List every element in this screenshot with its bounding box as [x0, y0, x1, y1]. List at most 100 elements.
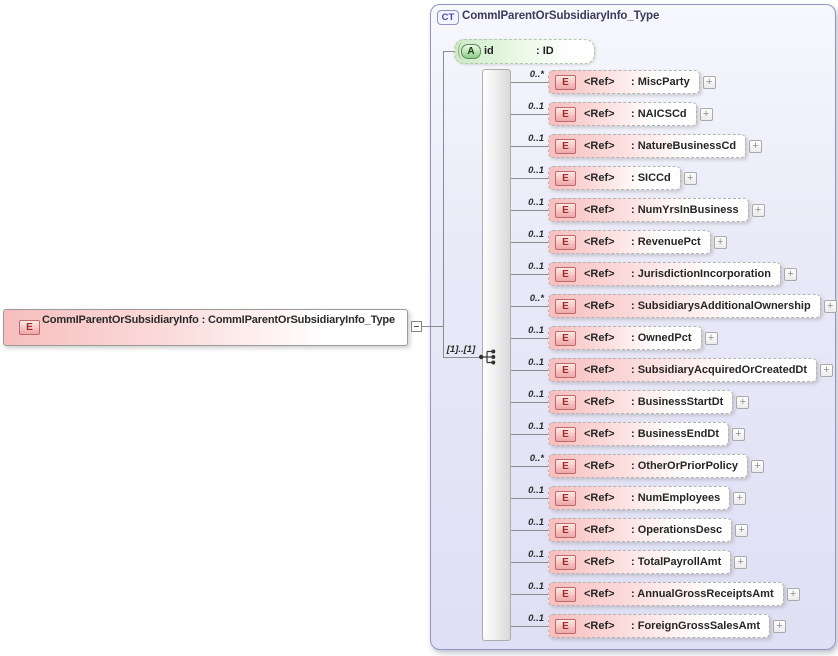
expand-icon[interactable]: +	[786, 587, 800, 601]
element-row: E<Ref>: OwnedPct+	[548, 326, 718, 350]
element-type-label: : JurisdictionIncorporation	[631, 268, 771, 280]
expand-icon[interactable]: +	[734, 555, 748, 569]
element-badge: E	[19, 320, 40, 335]
element-type-label: : OtherOrPriorPolicy	[631, 460, 738, 472]
element-badge: E	[555, 586, 576, 602]
expand-icon[interactable]: +	[704, 331, 718, 345]
occurrence-label: 0..1	[528, 613, 544, 624]
element-box-businessstartdt[interactable]: E<Ref>: BusinessStartDt	[548, 390, 734, 414]
expand-icon[interactable]: +	[751, 203, 765, 217]
element-ref-label: <Ref>	[584, 140, 615, 152]
connector-line	[511, 594, 548, 595]
connector-line	[511, 82, 548, 83]
sequence-icon[interactable]	[478, 348, 500, 366]
element-badge: E	[555, 458, 576, 474]
element-ref-label: <Ref>	[584, 204, 615, 216]
element-type-label: : MiscParty	[631, 76, 690, 88]
expand-icon[interactable]: +	[749, 139, 763, 153]
element-row: E<Ref>: BusinessStartDt+	[548, 390, 750, 414]
attribute-badge: A	[461, 44, 481, 59]
element-ref-label: <Ref>	[584, 524, 615, 536]
element-badge: E	[555, 170, 576, 186]
expand-icon[interactable]: +	[732, 427, 746, 441]
element-badge: E	[555, 362, 576, 378]
root-element-box[interactable]: E CommIParentOrSubsidiaryInfo : CommIPar…	[3, 309, 408, 346]
occurrence-label: 0..*	[529, 293, 544, 304]
element-box-siccd[interactable]: E<Ref>: SICCd	[548, 166, 681, 190]
element-badge: E	[555, 202, 576, 218]
element-box-naturebusinesscd[interactable]: E<Ref>: NatureBusinessCd	[548, 134, 747, 158]
element-row: E<Ref>: NatureBusinessCd+	[548, 134, 763, 158]
element-row: E<Ref>: SICCd+	[548, 166, 697, 190]
element-ref-label: <Ref>	[584, 268, 615, 280]
element-ref-label: <Ref>	[584, 556, 615, 568]
connector-line	[443, 51, 444, 358]
element-type-label: : AnnualGrossReceiptsAmt	[631, 588, 774, 600]
element-box-operationsdesc[interactable]: E<Ref>: OperationsDesc	[548, 518, 733, 542]
expand-icon[interactable]: +	[699, 107, 713, 121]
connector-line	[511, 562, 548, 563]
element-box-naicscd[interactable]: E<Ref>: NAICSCd	[548, 102, 697, 126]
element-ref-label: <Ref>	[584, 460, 615, 472]
element-row: E<Ref>: JurisdictionIncorporation+	[548, 262, 797, 286]
element-box-foreigngrosssalesamt[interactable]: E<Ref>: ForeignGrossSalesAmt	[548, 614, 770, 638]
attribute-arc-icon	[458, 42, 469, 60]
element-box-otherorpriorpolicy[interactable]: E <Ref> : OtherOrPriorPolicy	[548, 454, 748, 478]
expand-icon[interactable]: +	[735, 523, 749, 537]
expand-icon[interactable]: +	[733, 491, 747, 505]
element-box-totalpayrollamt[interactable]: E<Ref>: TotalPayrollAmt	[548, 550, 732, 574]
connector-line	[444, 51, 455, 52]
occurrence-label: 0..1	[528, 165, 544, 176]
element-type-label: : NumYrsInBusiness	[631, 204, 739, 216]
element-badge: E	[555, 554, 576, 570]
expand-icon[interactable]: +	[823, 299, 837, 313]
element-type-label: : OperationsDesc	[631, 524, 723, 536]
connector-line	[511, 114, 548, 115]
element-box-businessenddt[interactable]: E<Ref>: BusinessEndDt	[548, 422, 730, 446]
element-badge: E	[555, 106, 576, 122]
element-box-ownedpct[interactable]: E<Ref>: OwnedPct	[548, 326, 702, 350]
expand-icon[interactable]: +	[750, 459, 764, 473]
element-row: E<Ref>: SubsidiarysAdditionalOwnership+	[548, 294, 837, 318]
element-box-numyrsinbusiness[interactable]: E <Ref> : NumYrsInBusiness	[548, 198, 749, 222]
element-box-revenuepct[interactable]: E<Ref>: RevenuePct	[548, 230, 711, 254]
complex-type-title: CommIParentOrSubsidiaryInfo_Type	[462, 10, 660, 22]
attribute-type: : ID	[536, 45, 554, 57]
connector-line	[511, 466, 548, 467]
element-type-label: : BusinessStartDt	[631, 396, 724, 408]
expand-icon[interactable]: +	[736, 395, 750, 409]
element-row: E <Ref> : NumYrsInBusiness +	[548, 198, 765, 222]
expand-icon[interactable]: +	[783, 267, 797, 281]
expand-icon[interactable]: +	[683, 171, 697, 185]
element-box-jurisdictionincorporation[interactable]: E<Ref>: JurisdictionIncorporation	[548, 262, 781, 286]
element-box-subsidiarysadditionalownership[interactable]: E<Ref>: SubsidiarysAdditionalOwnership	[548, 294, 821, 318]
root-element-label: CommIParentOrSubsidiaryInfo : CommIParen…	[42, 314, 395, 326]
element-badge: E	[555, 426, 576, 442]
element-ref-label: <Ref>	[584, 620, 615, 632]
occurrence-label: 0..*	[529, 453, 544, 464]
element-row: E<Ref>: BusinessEndDt+	[548, 422, 746, 446]
element-badge: E	[555, 490, 576, 506]
sequence-bar	[482, 69, 511, 641]
element-box-numemployees[interactable]: E<Ref>: NumEmployees	[548, 486, 731, 510]
attribute-box-id[interactable]: A id : ID	[454, 39, 595, 64]
element-ref-label: <Ref>	[584, 396, 615, 408]
element-row: E<Ref>: NumEmployees+	[548, 486, 747, 510]
element-box-subsidiaryacquiredorcreateddt[interactable]: E<Ref>: SubsidiaryAcquiredOrCreatedDt	[548, 358, 818, 382]
attribute-name: id	[484, 45, 494, 57]
connector-line	[511, 306, 548, 307]
occurrence-label: 0..1	[528, 197, 544, 208]
element-ref-label: <Ref>	[584, 588, 615, 600]
element-box-miscparty[interactable]: E<Ref>: MiscParty	[548, 70, 700, 94]
group-cardinality-label: [1]..[1]	[446, 344, 476, 355]
expand-icon[interactable]: +	[772, 619, 786, 633]
element-ref-label: <Ref>	[584, 428, 615, 440]
element-type-label: : NatureBusinessCd	[631, 140, 737, 152]
element-box-annualgrossreceiptsamt[interactable]: E <Ref> : AnnualGrossReceiptsAmt	[548, 582, 784, 606]
element-badge: E	[555, 74, 576, 90]
expand-icon[interactable]: +	[713, 235, 727, 249]
expand-icon[interactable]: +	[702, 75, 716, 89]
expand-icon[interactable]: +	[820, 363, 834, 377]
connector-line	[511, 370, 548, 371]
